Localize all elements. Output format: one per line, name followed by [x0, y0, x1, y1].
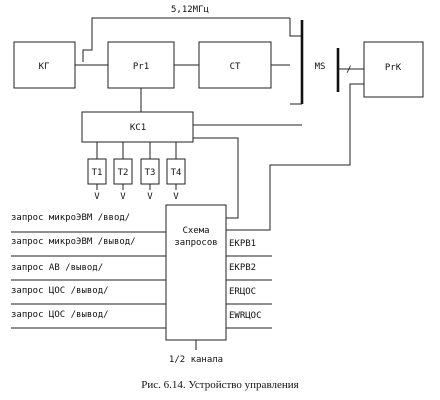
frequency-label: 5,12МГц — [171, 5, 209, 15]
output-label: EKPB1 — [229, 239, 256, 249]
input-label: запрос микроЭВМ /ввод/ — [11, 213, 130, 223]
scheme-title-1: Схема — [182, 226, 209, 236]
timer-t2: T2 V — [113, 142, 133, 202]
output-label: EWRЦОС — [229, 311, 262, 321]
ct-block — [198, 41, 272, 89]
ms-prk-slash: / — [346, 65, 351, 75]
ms-top-bracket — [289, 18, 302, 37]
timer-t1-label: T1 — [92, 168, 103, 178]
input-label: запрос АВ /вывод/ — [11, 263, 103, 273]
prk-label: PrK — [385, 63, 402, 73]
output-label: EKPB2 — [229, 263, 256, 273]
timer-t2-out: V — [120, 192, 126, 202]
timer-t3-out: V — [147, 192, 153, 202]
timer-t3-label: T3 — [145, 168, 156, 178]
input-label: запрос ЦОС /вывод/ — [11, 286, 109, 296]
input-label: запрос ЦОС /вывод/ — [11, 310, 109, 320]
pr1-block — [107, 41, 175, 89]
timer-t1: T1 V — [87, 142, 107, 202]
timer-t2-label: T2 — [118, 168, 129, 178]
timer-t4-out: V — [173, 192, 179, 202]
figure-caption: Рис. 6.14. Устройство управления — [141, 379, 298, 391]
output-label: ERЦОС — [229, 287, 256, 297]
clock-line — [82, 17, 290, 62]
scheme-block — [165, 204, 227, 341]
kc1-scheme-feedback — [193, 137, 239, 219]
input-label: запрос микроЭВМ /вывод/ — [11, 237, 136, 247]
ms-label: MS — [315, 62, 326, 72]
half-channel-label: 1/2 канала — [169, 355, 223, 365]
timer-t4: T4 V — [166, 142, 186, 202]
ct-label: CT — [230, 62, 241, 72]
kc1-block — [81, 111, 194, 143]
timer-t3: T3 V — [140, 142, 160, 202]
pr1-label: Pr1 — [133, 62, 149, 72]
kg-label: КГ — [39, 62, 50, 72]
kc1-label: KC1 — [130, 123, 146, 133]
scheme-title-2: запросов — [174, 238, 217, 248]
input-list: запрос микроЭВМ /ввод/ запрос микроЭВМ /… — [11, 213, 166, 329]
prk-block — [363, 41, 424, 98]
timer-t4-label: T4 — [171, 168, 182, 178]
timer-t1-out: V — [94, 192, 100, 202]
prk-scheme-feedback — [226, 83, 364, 231]
output-list: EKPB1 EKPB2 ERЦОС EWRЦОС — [226, 239, 272, 329]
